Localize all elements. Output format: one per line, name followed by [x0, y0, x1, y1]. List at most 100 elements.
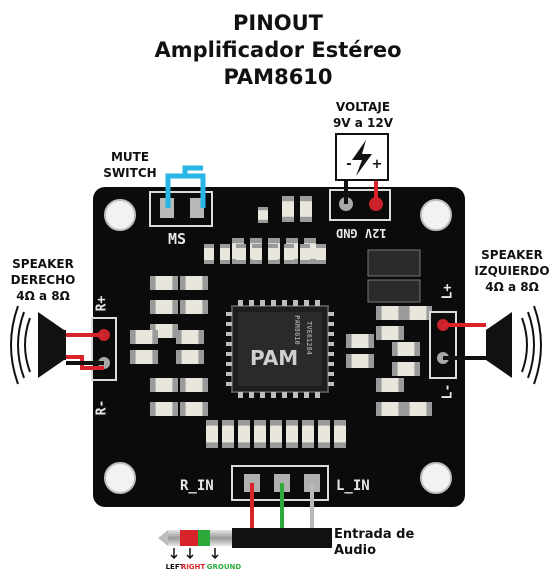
smd-component [238, 420, 250, 448]
audio-input-label-1: Entrada de [334, 527, 415, 542]
power-minus-sign: - [346, 157, 352, 172]
chip-pin [282, 300, 287, 306]
chip-pin [238, 392, 243, 398]
smd-component [300, 244, 310, 264]
chip-pins [226, 300, 334, 398]
chip-pin [328, 342, 334, 346]
smd-component [180, 378, 208, 392]
smd-component [150, 378, 178, 392]
chip-pin [226, 372, 232, 376]
mute-jumper-wire [165, 165, 206, 208]
speaker-left-header [429, 311, 457, 379]
jack-right-label: RIGHT [180, 563, 206, 571]
svg-text:PAM: PAM [250, 346, 298, 370]
smd-component [284, 244, 294, 264]
chip-pin [328, 322, 334, 326]
chip-pin [328, 372, 334, 376]
smd-components [130, 196, 432, 448]
power-plus-sign: + [371, 157, 383, 172]
chip-pin [304, 300, 309, 306]
smd-component [236, 244, 246, 264]
silk-r-minus: R- [94, 399, 110, 416]
smd-component [150, 324, 178, 338]
title-line-1: PINOUT [232, 11, 323, 35]
smd-component [376, 402, 404, 416]
chip-pin [328, 352, 334, 356]
smd-component [300, 196, 312, 222]
mute-label-1: MUTE [110, 150, 150, 164]
chip-pin [304, 392, 309, 398]
smd-component [302, 420, 314, 448]
chip-pin [271, 300, 276, 306]
chip-pin [226, 352, 232, 356]
jack-arrows [170, 548, 219, 560]
silk-r-plus: R+ [94, 295, 110, 312]
smd-component [180, 300, 208, 314]
smd-component [318, 420, 330, 448]
chip-pin [226, 322, 232, 326]
chip-pin [328, 382, 334, 386]
smd-component [150, 276, 178, 290]
silk-power: 12V GND [336, 226, 387, 240]
smd-component [286, 420, 298, 448]
chip-pin [260, 392, 265, 398]
silk-l-minus: L- [440, 383, 456, 400]
chip-pin [249, 392, 254, 398]
chip-pin [293, 392, 298, 398]
smd-component [206, 420, 218, 448]
chip-code-text: TVE61284 [304, 321, 313, 355]
silk-r-in: R_IN [180, 478, 214, 494]
smd-component [150, 300, 178, 314]
lightning-icon [352, 140, 372, 176]
chip-pin [293, 300, 298, 306]
smd-component [130, 330, 158, 344]
smd-component [252, 244, 262, 264]
title-line-2: Amplificador Estéreo [154, 38, 402, 62]
chip-pin [226, 332, 232, 336]
silk-l-in: L_IN [336, 478, 370, 494]
smd-component [258, 207, 268, 223]
chip-pin [226, 362, 232, 366]
chip-pin [260, 300, 265, 306]
power-header [329, 189, 391, 221]
smd-component [222, 420, 234, 448]
smd-component [282, 196, 294, 222]
smd-component [220, 244, 230, 264]
chip-pin [226, 342, 232, 346]
smd-component [346, 334, 374, 348]
smd-component [130, 350, 158, 364]
smd-component [346, 354, 374, 368]
chip-pin [315, 300, 320, 306]
speaker-right-header [91, 317, 117, 381]
amplifier-chip: PAM [231, 305, 329, 393]
speaker-left-label-2: IZQUIERDO [474, 264, 550, 278]
jack-ground-label: GROUND [206, 563, 242, 571]
mute-label-2: SWITCH [103, 166, 157, 180]
smd-component [176, 350, 204, 364]
speaker-right-label-1: SPEAKER [12, 257, 74, 271]
chip-pin [238, 300, 243, 306]
chip-pin [328, 332, 334, 336]
speaker-left-icon [486, 305, 542, 385]
speaker-right-icon [10, 305, 66, 385]
mounting-holes [104, 199, 452, 494]
silk-l-plus: L+ [440, 283, 456, 300]
voltage-label: VOLTAJE [335, 100, 391, 114]
chip-pin [328, 362, 334, 366]
chip-pin [282, 392, 287, 398]
smd-component [150, 402, 178, 416]
speaker-left-label-3: 4Ω a 8Ω [485, 280, 539, 294]
voltage-range-label: 9V a 12V [332, 116, 394, 130]
smd-component [204, 244, 214, 264]
speaker-right-label-3: 4Ω a 8Ω [16, 289, 70, 303]
smd-component [316, 244, 326, 264]
smd-component [404, 306, 432, 320]
chip-pin [315, 392, 320, 398]
audio-jack [158, 528, 332, 548]
smd-component [376, 306, 404, 320]
speaker-left-label-1: SPEAKER [481, 248, 543, 262]
smd-component [180, 402, 208, 416]
chip-model-text: PAM8610 [292, 315, 301, 345]
speaker-right-label-2: DERECHO [10, 273, 76, 287]
